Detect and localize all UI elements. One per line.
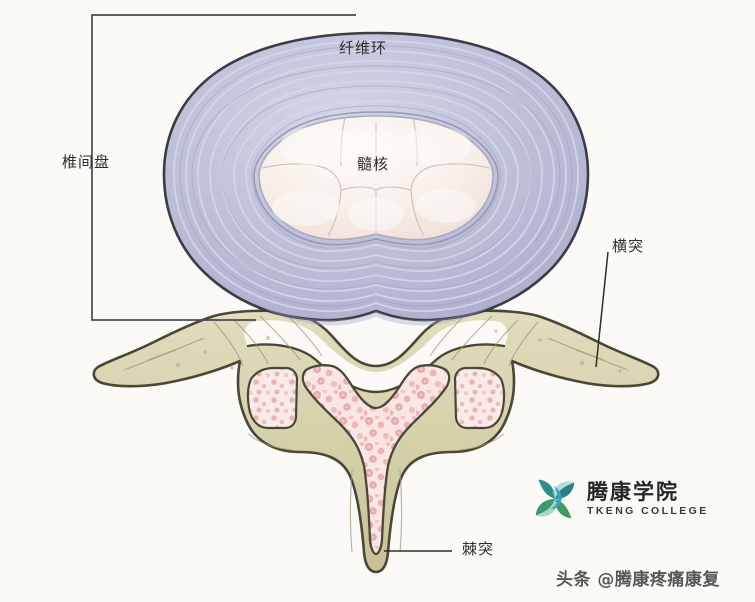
pinwheel-logo-icon	[535, 479, 575, 519]
logo-text-block: 腾康学院 TKENG COLLEGE	[587, 481, 709, 517]
logo-name-cn: 腾康学院	[587, 479, 679, 504]
disc-extent-bracket	[91, 14, 356, 321]
intervertebral-disc	[162, 31, 590, 326]
vertebral-arch-bone	[92, 309, 660, 574]
right-lateral-marrow-cavity	[453, 366, 506, 430]
nucleus-highlights	[272, 126, 476, 231]
label-spinous-process: 棘突	[462, 540, 495, 558]
label-nucleus-pulposus: 髓核	[357, 155, 390, 173]
annulus-lamellae-rings	[173, 40, 579, 313]
label-annulus-fibrosus: 纤维环	[339, 39, 388, 57]
bone-foramina-dots	[175, 329, 622, 373]
label-transverse-process: 横突	[612, 237, 645, 255]
brand-logo: 腾康学院 TKENG COLLEGE	[532, 473, 732, 525]
label-intervertebral-disc: 椎间盘	[62, 153, 111, 171]
central-marrow-cavity	[301, 364, 451, 556]
logo-name-en: TKENG COLLEGE	[587, 504, 709, 517]
bone-surface-contours	[123, 315, 629, 553]
annulus-inner-edge	[253, 111, 499, 246]
annulus-lower-shading	[250, 300, 502, 326]
annulus-shadow-rings	[179, 45, 573, 307]
annotation-lines	[91, 14, 609, 552]
source-watermark: 头条 @腾康疼痛康复	[556, 570, 720, 590]
vertebral-foramen	[244, 320, 508, 392]
transverse-process-leader	[595, 251, 609, 368]
foramen-inner-edge	[246, 343, 506, 394]
left-lateral-marrow-cavity	[246, 366, 299, 430]
